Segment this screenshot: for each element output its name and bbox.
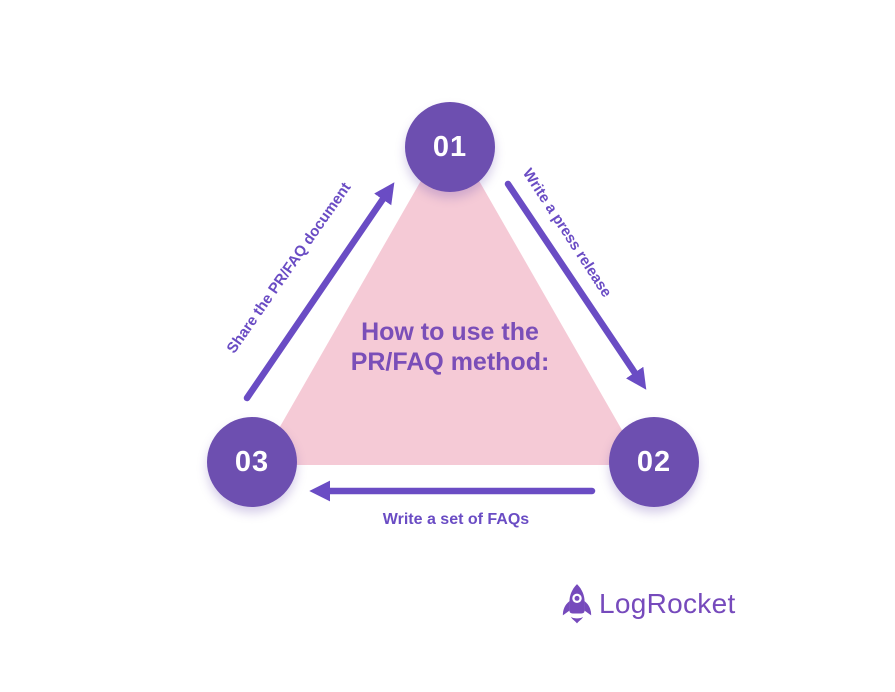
step-number: 02 — [636, 445, 672, 478]
step-node-03: 03 — [207, 417, 297, 507]
triangle-shape — [258, 130, 642, 465]
arrow-press-01-to-02 — [504, 180, 647, 390]
diagram-title: How to use the PR/FAQ method: — [300, 317, 600, 377]
arrow-share-03-to-01 — [243, 182, 395, 402]
edge-label-faqs: Write a set of FAQs — [382, 511, 530, 528]
logo-wordmark: LogRocket — [599, 588, 736, 619]
step-node-02: 02 — [609, 417, 699, 507]
step-number: 01 — [432, 130, 468, 163]
step-number: 03 — [234, 445, 270, 478]
title-line-2: PR/FAQ method: — [350, 348, 550, 376]
logrocket-logo: LogRocket — [560, 582, 736, 626]
step-node-01: 01 — [405, 102, 495, 192]
title-line-1: How to use the — [361, 318, 539, 346]
rocket-icon — [562, 584, 592, 624]
